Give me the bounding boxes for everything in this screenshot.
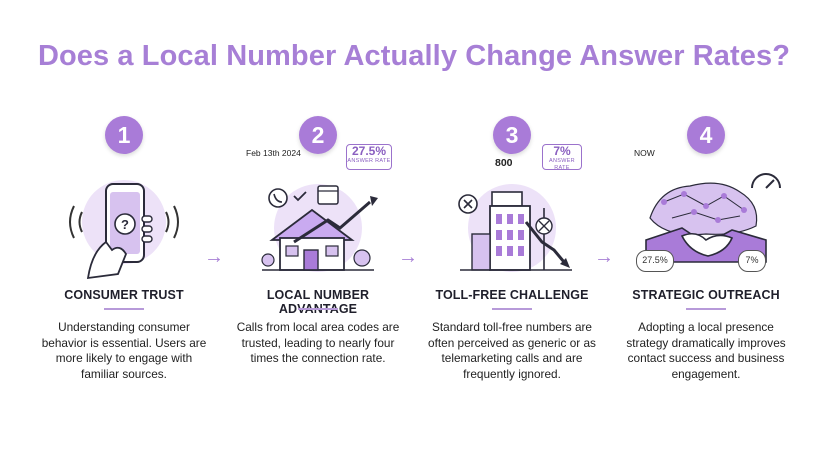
step-description: Standard toll-free numbers are often per… [428,320,596,381]
step-heading: TOLL-FREE CHALLENGE [435,288,589,302]
step-number-badge: 3 [493,116,531,154]
phone-question-icon: ? [69,180,179,280]
step-description: Understanding consumer behavior is essen… [41,320,207,381]
answer-rate-label: ANSWER RATE [549,158,575,171]
step-heading: STRATEGIC OUTREACH [632,288,780,302]
handshake-map-icon [645,173,781,263]
arrow-right-icon: → [594,246,614,268]
strategic-outreach-illustration: NOW 27.5% 7% [620,148,792,280]
house-growth-icon [261,184,378,272]
step-1: 1 ? [38,116,210,280]
arrow-right-icon: → [398,246,418,268]
step-description: Adopting a local presence strategy drama… [626,320,786,381]
arrow-right-icon: → [204,246,224,268]
consumer-trust-illustration: ? [38,158,210,280]
date-label: Feb 13th 2024 [246,148,301,158]
step-4: 4 NOW 27.5% 7% [620,116,792,280]
answer-rate-tag: 7% ANSWER RATE [542,144,582,171]
divider [686,308,726,310]
divider [298,308,338,310]
step-heading: CONSUMER TRUST [64,288,184,302]
building-sign: 800 [495,157,513,169]
local-number-illustration: Feb 13th 2024 27.5% ANSWER RATE [232,144,404,280]
date-label: NOW [634,148,655,158]
answer-rate-value: 7% [553,144,571,158]
step-heading: LOCAL NUMBER ADVANTAGE [266,288,370,316]
answer-rate-bubble-left: 27.5% [636,250,674,272]
answer-rate-value: 27.5% [351,144,387,158]
divider [492,308,532,310]
step-number-badge: 4 [687,116,725,154]
divider [104,308,144,310]
answer-rate-label: ANSWER RATE [347,158,391,164]
step-description: Calls from local area codes are trusted,… [236,320,400,365]
svg-text:?: ? [121,217,129,232]
answer-rate-bubble-right: 7% [738,250,766,272]
answer-rate-tag: 27.5% ANSWER RATE [346,144,392,170]
step-number-badge: 2 [299,116,337,154]
building-decline-icon [458,184,572,272]
step-3: 3 800 7% ANSWER RATE [426,116,598,280]
step-number-badge: 1 [105,116,143,154]
toll-free-illustration: 800 7% ANSWER RATE [426,144,598,280]
step-2: 2 Feb 13th 2024 27.5% ANSWER RATE [232,116,404,280]
page-title: Does a Local Number Actually Change Answ… [37,40,791,72]
